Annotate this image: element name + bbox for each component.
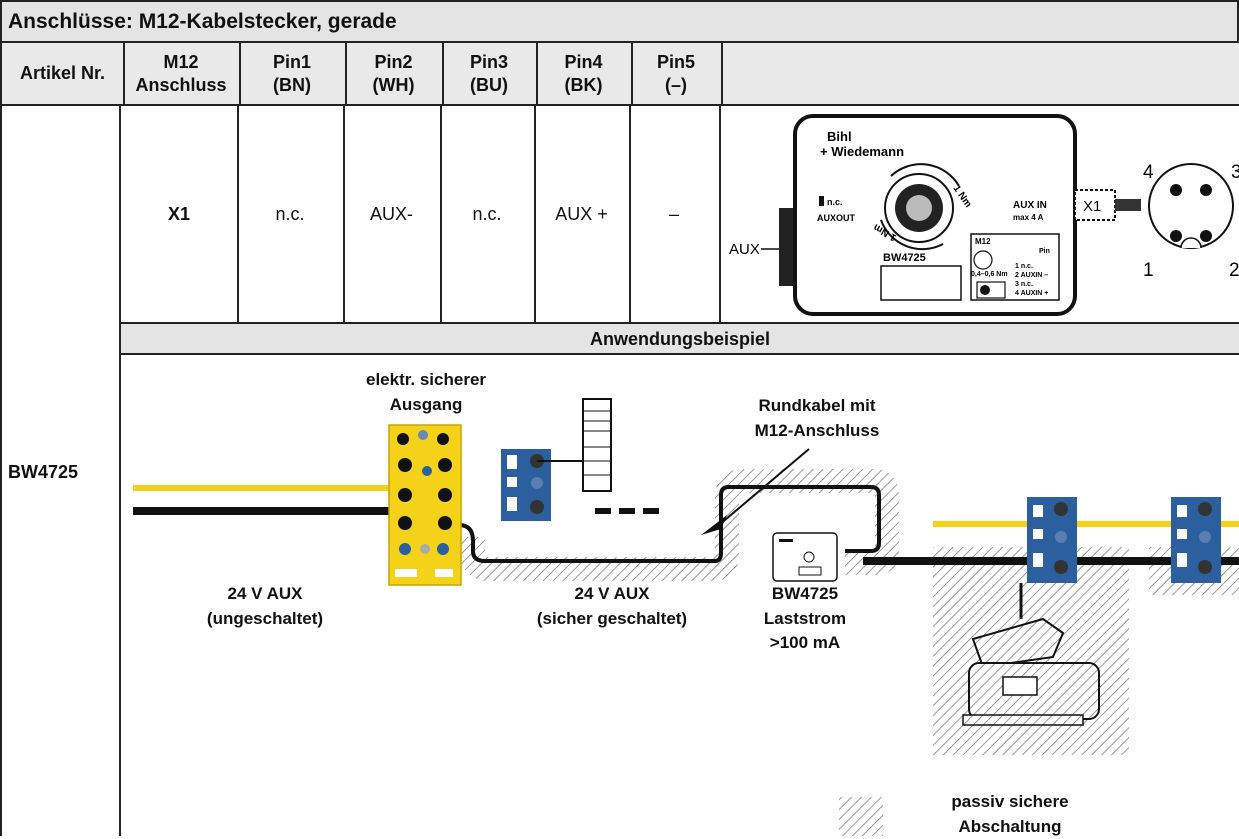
label-passive-shutdown: passiv sichere Abschaltung xyxy=(951,792,1069,836)
cell-pin3: n.c. xyxy=(440,106,536,322)
header-pin4: Pin4 (BK) xyxy=(536,43,633,104)
pin-number-4: 4 xyxy=(1143,162,1154,183)
pin-data-row: X1 n.c. AUX- n.c. AUX + – xyxy=(121,106,1239,324)
header-pin3: Pin3 (BU) xyxy=(442,43,538,104)
aux-left-label: AUX xyxy=(729,241,760,258)
table-header-row: Artikel Nr. M12 Anschluss Pin1 (BN) Pin2… xyxy=(0,43,1239,106)
application-diagram xyxy=(133,398,1239,836)
svg-text:Pin: Pin xyxy=(1039,248,1050,255)
model-label: BW4725 xyxy=(883,252,926,264)
sensor-icon xyxy=(582,398,612,492)
label-bw4725-load: BW4725 Laststrom >100 mA xyxy=(763,584,847,653)
cell-pin1: n.c. xyxy=(237,106,345,322)
label-round-cable: Rundkabel mit M12-Anschluss xyxy=(754,396,880,440)
nc-label: n.c. xyxy=(827,197,843,207)
article-cell: BW4725 xyxy=(0,106,121,836)
max-current: max 4 A xyxy=(1013,213,1044,222)
pin-number-1: 1 xyxy=(1143,260,1154,281)
header-pin5: Pin5 (–) xyxy=(631,43,723,104)
label-aux-switched: 24 V AUX (sicher geschaltet) xyxy=(536,584,688,628)
header-pin2: Pin2 (WH) xyxy=(345,43,444,104)
device-drawing: AUX Bihl + Wiedemann 1 Nm 1 Nm n.c. AUXO… xyxy=(729,114,1239,316)
header-m12: M12 Anschluss xyxy=(123,43,241,104)
cell-connector: X1 xyxy=(121,106,239,322)
svg-text:0,4–0,6 Nm: 0,4–0,6 Nm xyxy=(971,271,1008,278)
brand-line2: + Wiedemann xyxy=(820,144,904,159)
pin-number-3: 3 xyxy=(1231,162,1239,183)
safe-output-module xyxy=(388,424,462,586)
pin-number-2: 2 xyxy=(1229,260,1239,281)
header-article: Artikel Nr. xyxy=(2,43,125,104)
svg-text:2 AUXIN –: 2 AUXIN – xyxy=(1015,272,1048,279)
header-image xyxy=(721,43,1239,104)
svg-text:1 n.c.: 1 n.c. xyxy=(1015,263,1033,270)
aux-in-label: AUX IN xyxy=(1013,200,1047,211)
cell-pin2: AUX- xyxy=(343,106,442,322)
svg-text:4 AUXIN +: 4 AUXIN + xyxy=(1015,290,1048,297)
brand-line1: Bihl xyxy=(827,129,852,144)
label-safe-output: elektr. sicherer Ausgang xyxy=(365,370,487,414)
example-header: Anwendungsbeispiel xyxy=(121,324,1239,355)
legend-hatch-swatch xyxy=(839,797,883,836)
m12-pin-face xyxy=(1148,163,1234,249)
article-number: BW4725 xyxy=(8,462,79,482)
m12-box-label: M12 xyxy=(975,237,991,246)
yellow-cable-left xyxy=(133,485,395,491)
svg-text:3 n.c.: 3 n.c. xyxy=(1015,281,1033,288)
yellow-cable-right xyxy=(933,521,1239,527)
cell-pin5: – xyxy=(629,106,721,322)
header-pin1: Pin1 (BN) xyxy=(239,43,347,104)
cell-pin4: AUX + xyxy=(534,106,631,322)
label-aux-unswitched: 24 V AUX (ungeschaltet) xyxy=(206,584,324,628)
x1-label: X1 xyxy=(1083,198,1101,215)
aux-out-label: AUXOUT xyxy=(817,213,856,223)
switched-cable xyxy=(458,485,881,563)
table-title: Anschlüsse: M12-Kabelstecker, gerade xyxy=(0,0,1239,43)
black-cable-left xyxy=(133,507,395,515)
